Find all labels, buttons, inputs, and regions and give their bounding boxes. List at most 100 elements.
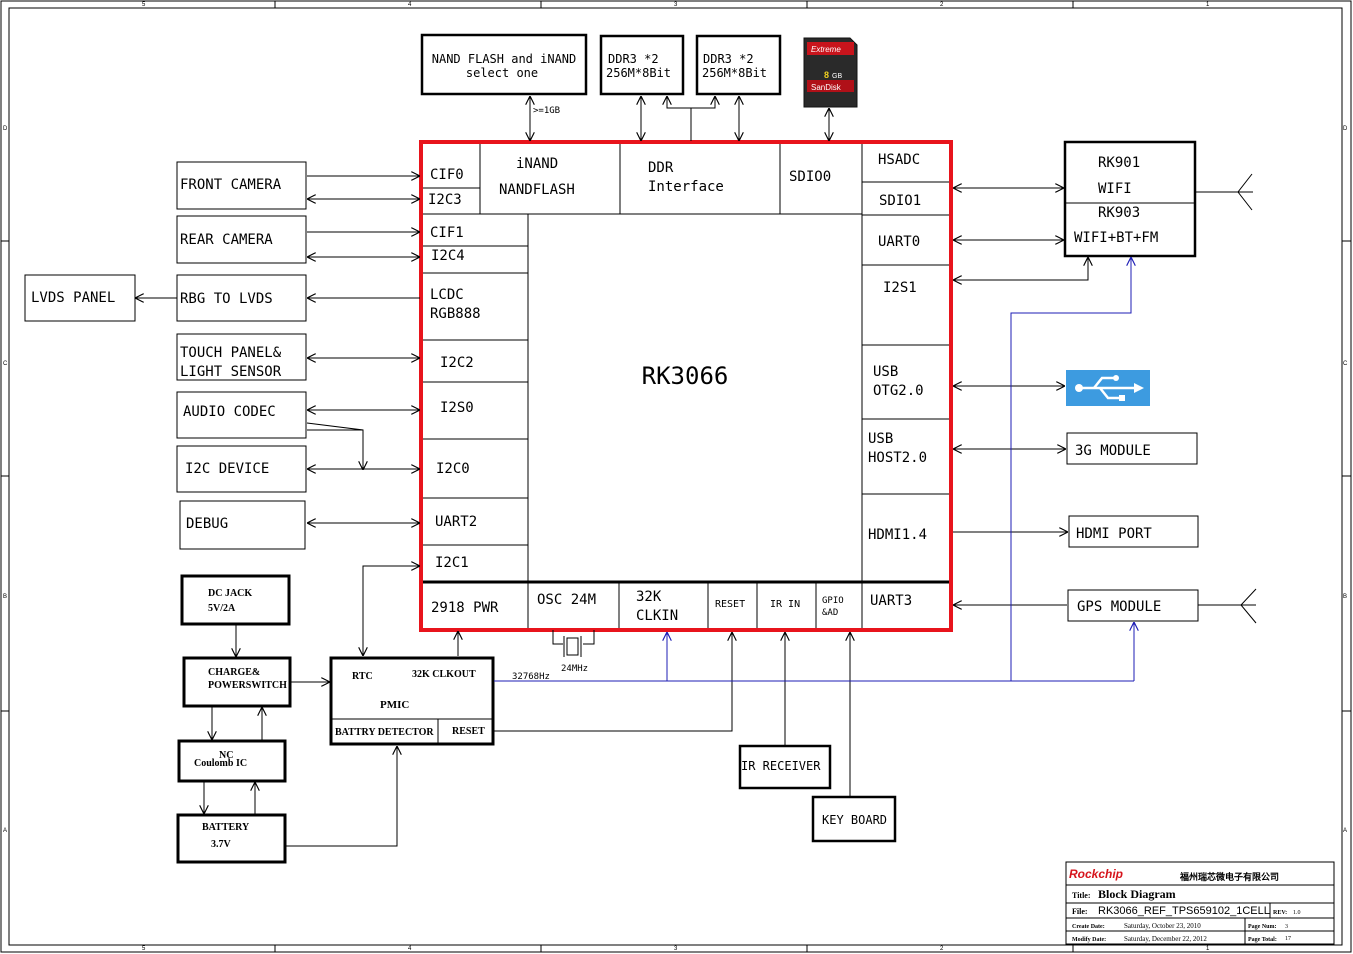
frame-mark-right-b: B bbox=[1343, 594, 1347, 600]
lvds-panel-label: LVDS PANEL bbox=[31, 290, 115, 306]
frame-mark-bottom-2: 2 bbox=[940, 946, 944, 952]
nc-label: NC bbox=[219, 750, 233, 761]
soc-lcdc: LCDC bbox=[430, 287, 464, 303]
3g-module-label: 3G MODULE bbox=[1075, 443, 1151, 459]
rev-label: REV: bbox=[1273, 910, 1287, 916]
frame-mark-top-4: 4 bbox=[408, 2, 412, 8]
sd-card-capacity: 8 bbox=[824, 70, 829, 80]
wifi-bt-fm-label: WIFI+BT+FM bbox=[1074, 230, 1158, 246]
hdmi-port-label: HDMI PORT bbox=[1076, 526, 1152, 542]
soc-hsadc: HSADC bbox=[878, 152, 920, 168]
pmic-block bbox=[329, 656, 495, 746]
frame-mark-left-a: A bbox=[3, 828, 7, 834]
nand-flash-label: NAND FLASH and iNAND bbox=[432, 52, 577, 66]
ddr3-a-line2: 256M*8Bit bbox=[606, 66, 671, 80]
soc-cif1: CIF1 bbox=[430, 225, 464, 241]
charge-label: CHARGE& bbox=[208, 667, 260, 678]
rear-camera-block bbox=[176, 215, 307, 264]
soc-i2c1: I2C1 bbox=[435, 555, 469, 571]
soc-i2c3: I2C3 bbox=[428, 192, 462, 208]
modify-date-label: Modify Date: bbox=[1072, 937, 1106, 943]
powerswitch-label: POWERSWITCH bbox=[208, 680, 287, 691]
soc-name: RK3066 bbox=[642, 362, 729, 390]
rgb-to-lvds-label: RBG TO LVDS bbox=[180, 291, 273, 307]
soc-uart2: UART2 bbox=[435, 514, 477, 530]
soc-usb-otg-line2: OTG2.0 bbox=[873, 383, 924, 399]
soc-i2c4: I2C4 bbox=[431, 248, 465, 264]
sd-card-unit: GB bbox=[832, 73, 842, 80]
sd-card-brand: SanDisk bbox=[811, 83, 842, 92]
page-total-label: Page Total: bbox=[1248, 937, 1277, 943]
sd-card-icon: Extreme 8 GB SanDisk bbox=[803, 37, 858, 108]
sd-card-top: Extreme bbox=[811, 45, 841, 54]
title-label: Title: bbox=[1072, 891, 1091, 900]
soc-reset: RESET bbox=[715, 599, 745, 610]
gps-module-block bbox=[1067, 589, 1199, 622]
gps-module-label: GPS MODULE bbox=[1077, 599, 1161, 615]
modify-date-value: Saturday, December 22, 2012 bbox=[1124, 935, 1207, 943]
frame-mark-right-a: A bbox=[1343, 828, 1347, 834]
wifi-label: WIFI bbox=[1098, 181, 1132, 197]
ddr3-a-line1: DDR3 *2 bbox=[608, 52, 659, 66]
pmic-rtc-label: RTC bbox=[352, 671, 373, 682]
coulomb-ic-label: Coulomb IC bbox=[194, 758, 247, 769]
touch-panel-label: TOUCH PANEL& bbox=[180, 345, 282, 361]
dc-jack-block bbox=[180, 574, 291, 626]
lvds-panel-block bbox=[24, 274, 136, 322]
frame-mark-right-d: D bbox=[1343, 126, 1348, 132]
pmic-name: PMIC bbox=[380, 699, 409, 711]
front-camera-label: FRONT CAMERA bbox=[180, 177, 282, 193]
frame-mark-bottom-3: 3 bbox=[674, 946, 678, 952]
audio-codec-label: AUDIO CODEC bbox=[183, 404, 276, 420]
soc-clkin-line1: 32K bbox=[636, 589, 662, 605]
soc-ddr: DDR bbox=[648, 160, 674, 176]
soc-i2c0: I2C0 bbox=[436, 461, 470, 477]
file-value: RK3066_REF_TPS659102_1CELL bbox=[1098, 905, 1270, 917]
frame-mark-top-5: 5 bbox=[142, 2, 146, 8]
soc-i2c2: I2C2 bbox=[440, 355, 474, 371]
frame-mark-bottom-4: 4 bbox=[408, 946, 412, 952]
page-num-label: Page Num: bbox=[1248, 924, 1277, 930]
battery-label: BATTERY bbox=[202, 822, 250, 833]
dc-jack-label: DC JACK bbox=[208, 588, 252, 599]
pmic-detector-label: BATTRY DETECTOR bbox=[335, 727, 434, 738]
frame-mark-top-2: 2 bbox=[940, 2, 944, 8]
soc-uart3: UART3 bbox=[870, 593, 912, 609]
nand-size-label: >=1GB bbox=[533, 106, 560, 116]
wifi-rk903-label: RK903 bbox=[1098, 205, 1140, 221]
wifi-module-block bbox=[1063, 140, 1197, 258]
key-board-block bbox=[811, 795, 897, 843]
soc-usb-host-line1: USB bbox=[868, 431, 893, 447]
soc-pwr: 2918 PWR bbox=[431, 600, 499, 616]
soc-sdio0: SDIO0 bbox=[789, 169, 831, 185]
frame-mark-top-1: 1 bbox=[1206, 2, 1210, 8]
soc-cif0: CIF0 bbox=[430, 167, 464, 183]
soc-gpio-line2: &AD bbox=[822, 608, 838, 618]
soc-osc: OSC 24M bbox=[537, 592, 596, 608]
soc-sdio1: SDIO1 bbox=[879, 193, 921, 209]
frame-mark-left-c: C bbox=[3, 361, 8, 367]
soc-i2s0: I2S0 bbox=[440, 400, 474, 416]
light-sensor-label: LIGHT SENSOR bbox=[180, 364, 282, 380]
ddr3-b-line1: DDR3 *2 bbox=[703, 52, 754, 66]
soc-rgb888: RGB888 bbox=[430, 306, 481, 322]
3g-module-block bbox=[1066, 432, 1198, 465]
soc-rk3066: CIF0 I2C3 iNAND NANDFLASH DDR Interface … bbox=[419, 140, 953, 632]
debug-block bbox=[179, 500, 306, 550]
frame-mark-bottom-5: 5 bbox=[142, 946, 146, 952]
wifi-rk901-label: RK901 bbox=[1098, 155, 1140, 171]
i2c-device-block bbox=[176, 445, 307, 493]
frame-mark-right-c: C bbox=[1343, 361, 1348, 367]
battery-block bbox=[176, 813, 287, 864]
freq-24m-label: 24MHz bbox=[561, 664, 588, 674]
soc-usb-otg-line1: USB bbox=[873, 364, 898, 380]
ir-receiver-label: IR RECEIVER bbox=[741, 759, 821, 773]
soc-i2s1: I2S1 bbox=[883, 280, 917, 296]
coulomb-ic-block bbox=[177, 739, 287, 783]
file-label: File: bbox=[1072, 907, 1088, 916]
frame-mark-top-3: 3 bbox=[674, 2, 678, 8]
rear-camera-label: REAR CAMERA bbox=[180, 232, 273, 248]
freq-32k-label: 32768Hz bbox=[512, 672, 550, 682]
soc-ir-in: IR IN bbox=[770, 599, 800, 610]
